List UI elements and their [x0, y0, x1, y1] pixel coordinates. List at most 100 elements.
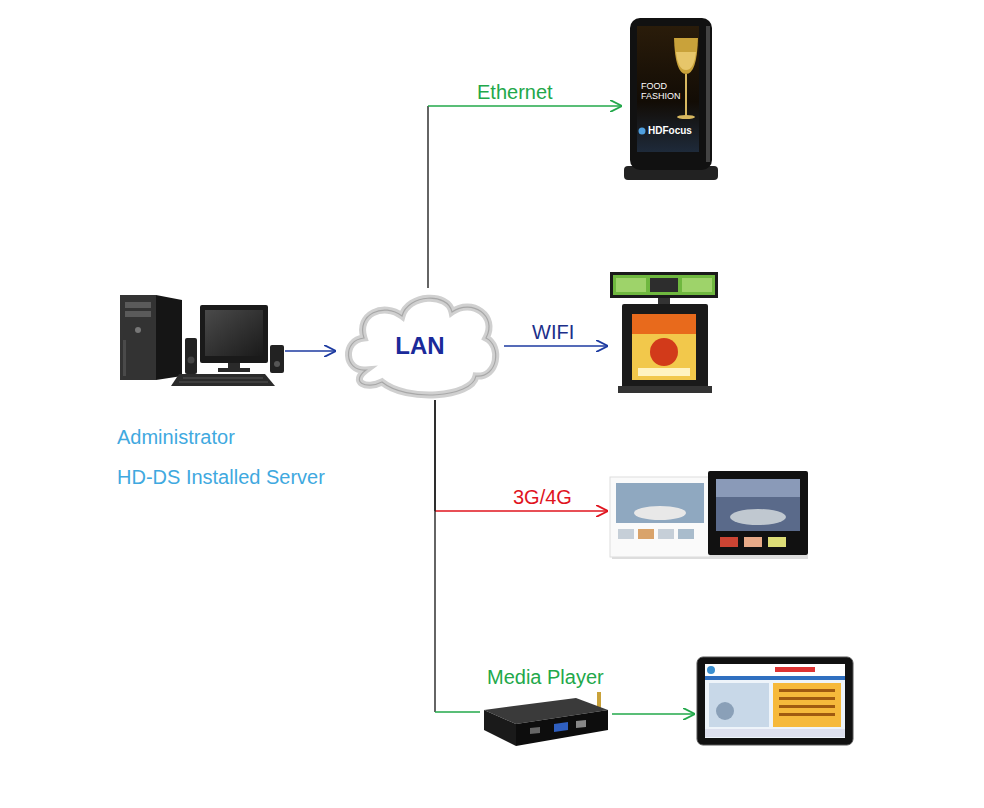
tablet-illustration-part — [775, 667, 815, 672]
trunk-line — [427, 106, 428, 288]
video-brochure — [608, 471, 810, 561]
kiosk-illustration-part — [630, 18, 712, 170]
network-connector — [435, 400, 480, 712]
network-connector — [428, 106, 622, 288]
computer-illustration-part — [200, 305, 268, 363]
tablet-illustration-part — [697, 657, 853, 745]
tablet-illustration-part — [779, 713, 835, 716]
tablet-illustration-part — [779, 689, 835, 692]
link-label: Ethernet — [475, 81, 555, 103]
device-heading: Media Player — [487, 666, 604, 689]
server-label: HD-DS Installed Server — [117, 466, 325, 489]
computer-illustration-part — [188, 357, 195, 364]
kiosk-illustration-part — [674, 38, 698, 74]
lan-cloud: LAN — [336, 288, 504, 400]
video-brochure-illustration-part — [730, 509, 786, 525]
double-kiosk-illustration-part — [682, 278, 712, 292]
double-kiosk-illustration-part — [610, 272, 718, 298]
media-player-box: Media Player — [480, 690, 612, 750]
double-kiosk-illustration-part — [632, 314, 696, 380]
link-line — [504, 345, 608, 347]
role-label: Administrator — [117, 426, 235, 449]
server-computer: AdministratorHD-DS Installed Server — [105, 290, 285, 390]
tablet-illustration-part — [779, 705, 835, 708]
link-line — [435, 510, 608, 512]
video-brochure-illustration-part — [638, 529, 654, 539]
computer-illustration-part — [183, 378, 263, 379]
tablet-display — [695, 655, 855, 747]
kiosk-illustration-part — [706, 26, 710, 162]
double-kiosk-illustration-part — [613, 275, 715, 295]
link-line — [428, 105, 622, 107]
computer-illustration-part — [218, 368, 250, 372]
network-connector — [435, 400, 608, 511]
double-kiosk-illustration-part — [618, 386, 712, 393]
media-player-illustration-part — [554, 722, 568, 732]
video-brochure-illustration-part — [744, 537, 762, 547]
computer-illustration-part — [120, 295, 156, 380]
tablet-illustration-part — [709, 683, 769, 727]
brand-text: HDFocus — [648, 125, 692, 137]
computer-illustration-part — [171, 374, 275, 386]
kiosk-illustration-part — [685, 74, 687, 116]
link-line — [285, 350, 336, 352]
video-brochure-illustration-part — [634, 506, 686, 520]
network-connector — [612, 714, 695, 715]
video-brochure-illustration — [610, 471, 808, 559]
video-brochure-illustration-part — [708, 471, 808, 555]
video-brochure-illustration-part — [716, 479, 800, 531]
computer-illustration-part — [179, 382, 268, 383]
link-line — [435, 711, 480, 713]
kiosk-display: FOOD FASHION HDFocus — [622, 16, 720, 182]
media-player-illustration-part — [576, 720, 586, 728]
kiosk-illustration-part — [676, 52, 696, 70]
screen-text: FOOD FASHION — [641, 82, 683, 102]
double-kiosk-illustration-part — [632, 314, 696, 334]
video-brochure-illustration-part — [768, 537, 786, 547]
computer-illustration — [120, 295, 284, 386]
double-kiosk-illustration — [610, 272, 718, 393]
double-kiosk — [608, 270, 720, 395]
link-label: 3G/4G — [511, 486, 574, 508]
kiosk-illustration-part — [677, 115, 695, 119]
computer-illustration-part — [205, 310, 263, 356]
computer-illustration-part — [270, 345, 284, 373]
link-label: WIFI — [530, 321, 576, 343]
tablet-illustration-part — [716, 702, 734, 720]
media-player-illustration — [484, 692, 608, 746]
tablet-illustration-part — [705, 729, 845, 737]
media-player-illustration-part — [516, 710, 608, 746]
tablet-illustration-part — [773, 683, 841, 727]
tablet-illustration-part — [707, 666, 715, 674]
computer-illustration-part — [274, 361, 280, 367]
tablet-illustration-part — [705, 664, 845, 676]
tablet-illustration-part — [779, 697, 835, 700]
double-kiosk-illustration-part — [638, 368, 690, 376]
video-brochure-illustration-part — [678, 529, 694, 539]
kiosk-illustration — [624, 18, 718, 180]
video-brochure-illustration-part — [618, 529, 634, 539]
media-player-illustration-part — [530, 727, 540, 734]
video-brochure-illustration-part — [610, 477, 710, 557]
computer-illustration-part — [125, 311, 151, 317]
computer-illustration-part — [135, 327, 141, 333]
computer-illustration-part — [123, 340, 126, 376]
link-line — [612, 713, 695, 715]
network-connector — [285, 351, 336, 352]
kiosk-illustration-part — [639, 128, 646, 135]
media-player-illustration-part — [484, 710, 516, 746]
tablet-illustration — [697, 657, 853, 745]
video-brochure-illustration-part — [716, 479, 800, 497]
double-kiosk-illustration-part — [616, 278, 646, 292]
tablet-illustration-part — [705, 676, 845, 680]
video-brochure-illustration-part — [720, 537, 738, 547]
double-kiosk-illustration-part — [650, 278, 678, 292]
double-kiosk-illustration-part — [622, 304, 708, 388]
video-brochure-illustration-part — [616, 483, 704, 523]
video-brochure-illustration-part — [658, 529, 674, 539]
kiosk-illustration-part — [637, 26, 699, 152]
double-kiosk-illustration-part — [650, 338, 678, 366]
computer-illustration-part — [125, 302, 151, 308]
computer-illustration-part — [185, 338, 197, 374]
